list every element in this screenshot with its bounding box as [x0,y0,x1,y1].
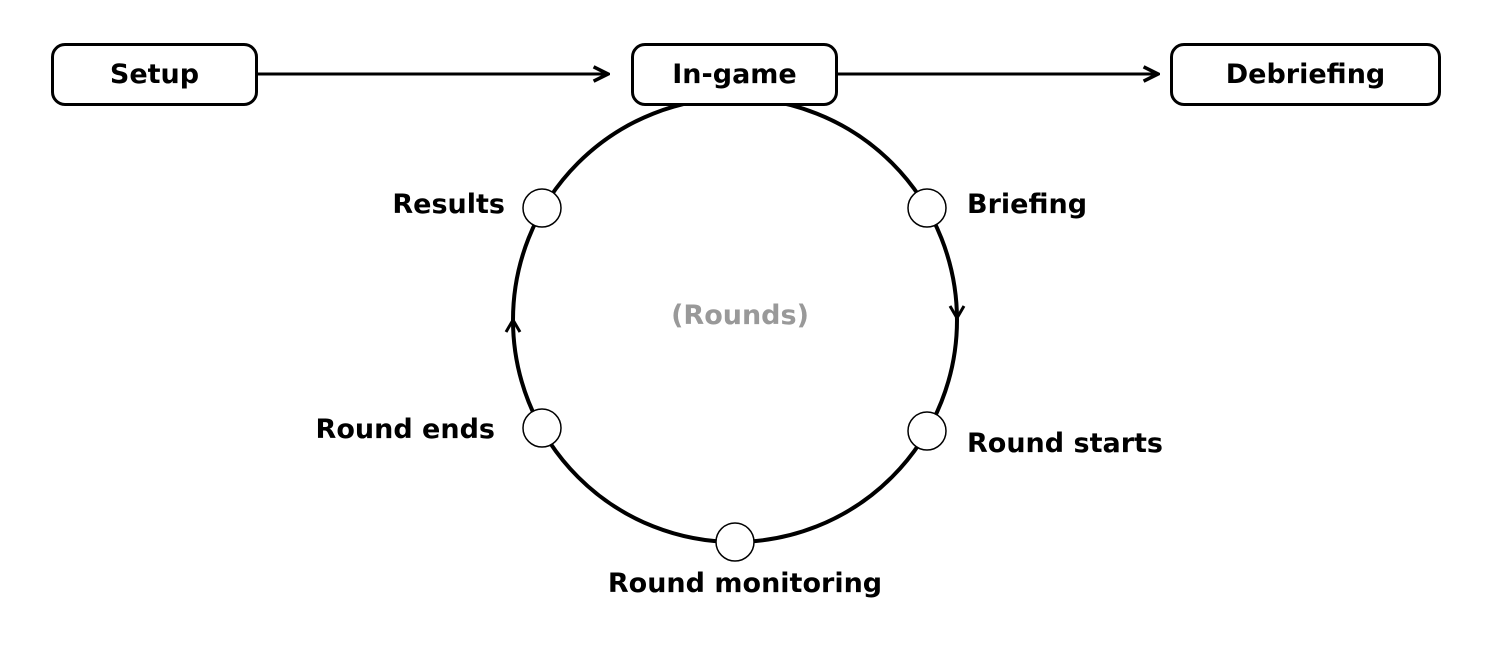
phase-setup-box: Setup [51,43,258,106]
phase-debriefing-label: Debriefing [1225,59,1386,90]
phase-setup-label: Setup [109,59,200,90]
phase-debriefing-box: Debriefing [1170,43,1441,106]
node-round-ends [522,408,562,448]
phase-in-game-label: In-game [672,59,797,90]
step-round-monitoring-label: Round monitoring [607,568,883,599]
node-briefing [907,188,947,228]
step-round-starts-label: Round starts [967,428,1164,459]
cycle-direction-down-icon [948,305,966,321]
cycle-center-label: (Rounds) [671,300,809,331]
step-results-label: Results [392,189,505,220]
node-results [522,188,562,228]
cycle-direction-up-icon [504,317,522,333]
step-briefing-label: Briefing [967,189,1088,220]
phase-in-game-box: In-game [631,43,838,106]
step-round-ends-label: Round ends [315,414,495,445]
node-round-monitoring [715,522,755,562]
node-round-starts [907,411,947,451]
